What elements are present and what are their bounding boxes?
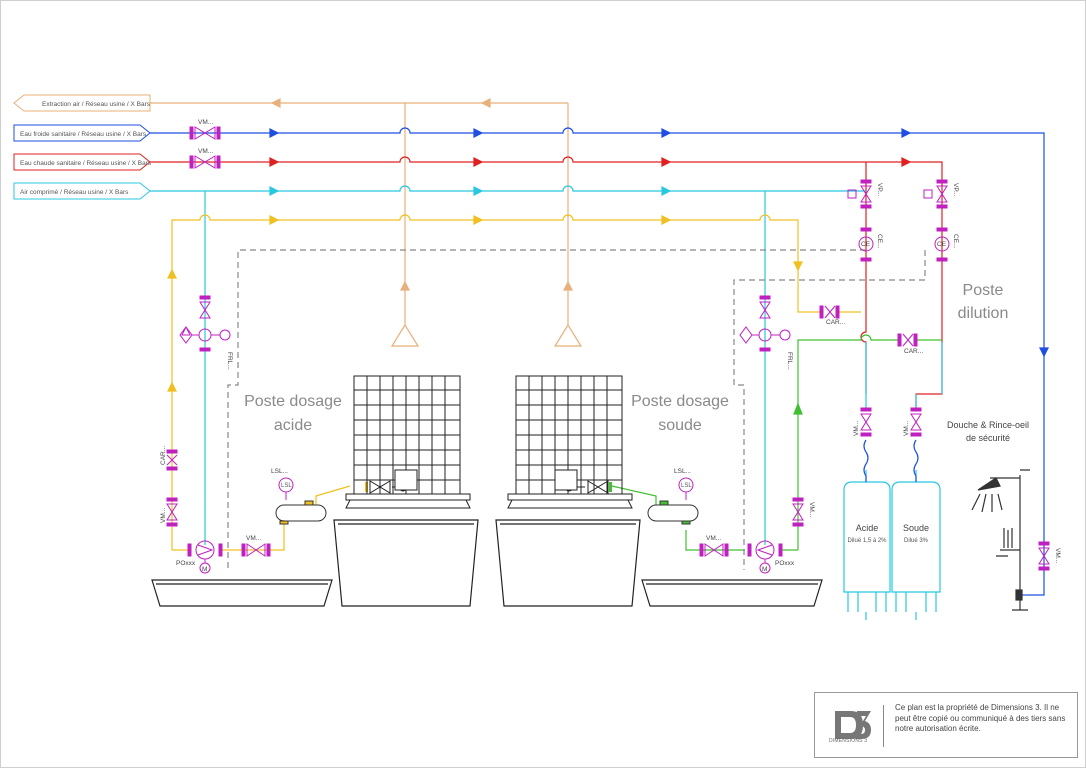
station-soda-title-line1: Poste dosage: [631, 393, 729, 410]
tag-ce-1: CE...: [876, 234, 883, 249]
pump-acid: [187, 540, 223, 574]
pump-soda: [747, 540, 783, 574]
check-valve-acid-dilution: [819, 305, 840, 319]
copyright-box: DIMENSIONS 3 Ce plan est la propriété de…: [814, 692, 1078, 758]
motor-acid: M: [202, 566, 207, 573]
valve-vm-acid-horizontal: [241, 543, 271, 557]
ce-symbol-2: CE: [937, 241, 947, 248]
valve-vm-tank-soda: [910, 407, 922, 437]
boundary-acid-station: [227, 249, 866, 570]
valves: [166, 126, 1050, 574]
motor-soda: M: [762, 566, 767, 573]
lsl-symbol-soda: LSL: [681, 483, 692, 489]
legal-notice: Ce plan est la propriété de Dimensions 3…: [895, 703, 1066, 733]
tag-vp-1: VP...: [876, 183, 883, 196]
tag-po-soda: POxxx: [775, 560, 795, 567]
tag-vm-acid-horizontal: VM...: [246, 535, 261, 542]
tag-car-acid-dilution: CAR...: [826, 319, 845, 326]
tag-po-acid: POxxx: [176, 560, 196, 567]
line-label-compressed-air: Air comprimé / Réseau usine / X Bars: [13, 182, 151, 200]
station-dilution-title-line1: Poste: [963, 282, 1004, 299]
frl-soda: [739, 295, 791, 352]
tag-car-acid: CAR...: [160, 446, 167, 465]
tag-lsl-soda: LSL...: [674, 468, 691, 475]
frl-acid: [179, 295, 231, 352]
lsl-acid: [278, 477, 294, 500]
valve-vp-1: [847, 179, 874, 262]
tag-vm-acid-vertical: VM...: [160, 508, 167, 523]
line-label-cold-water-text: Eau froide sanitaire / Réseau usine / X …: [20, 131, 147, 138]
station-shower-title: Douche & Rince-oeil de sécurité: [947, 420, 1029, 443]
pipe-acid: [167, 214, 861, 551]
valve-vm-tank-acid: [860, 407, 872, 437]
valve-vm-acid-vertical: [166, 497, 178, 527]
dilution-tanks: [843, 439, 941, 612]
station-acid-title: Poste dosage acide: [244, 393, 342, 434]
line-label-hot-water: Eau chaude sanitaire / Réseau usine / X …: [13, 153, 152, 171]
line-label-air-extraction-text: Extraction air / Réseau usine / X Bars: [42, 101, 151, 108]
lsl-symbol-acid: LSL: [281, 483, 292, 489]
station-shower-title-line1: Douche & Rince-oeil: [947, 420, 1029, 430]
line-label-air-extraction: Extraction air / Réseau usine / X Bars: [13, 94, 151, 112]
pipe-soda: [611, 334, 942, 551]
pipe-air-extraction: [150, 98, 583, 347]
tag-car-soda-dilution: CAR...: [904, 348, 923, 355]
instrument-tags: VM... VM... FRL... FRL... VP... VP... CE…: [160, 119, 1061, 573]
dimensions3-logo: [835, 711, 871, 739]
valve-cold-water-inlet: [189, 126, 221, 140]
ibc-soda: [507, 375, 633, 509]
tank-soda-name: Soude: [903, 523, 929, 533]
tag-frl-soda: FRL...: [786, 352, 793, 370]
tag-ce-2: CE...: [952, 234, 959, 249]
station-soda-title: Poste dosage soude: [631, 393, 729, 434]
valve-vm-soda-horizontal: [699, 543, 729, 557]
tank-soda-detail: Dilué 3%: [904, 538, 929, 544]
retention-bunds: [151, 519, 823, 607]
tag-vm-hot: VM...: [198, 148, 213, 155]
tank-acid-labels: Acide Dilué 1,5 à 2%: [847, 523, 887, 544]
tag-vp-2: VP...: [952, 183, 959, 196]
tag-vm-shower: VM...: [1054, 548, 1061, 563]
lsl-soda: [678, 477, 694, 500]
ibc-acid: [345, 375, 471, 509]
tag-vm-tank-soda: VM...: [903, 421, 910, 436]
station-acid-title-line2: acide: [274, 417, 312, 434]
tag-vm-cold: VM...: [198, 119, 213, 126]
valve-vm-shower: [1038, 541, 1050, 571]
buffer-tank-acid: [275, 500, 327, 525]
pipe-cold-water: [150, 127, 1049, 596]
tag-vm-tank-acid: VM...: [853, 421, 860, 436]
tag-vm-soda-vertical: VM...: [808, 502, 815, 517]
boundary-soda-station: [733, 250, 926, 570]
station-acid-title-line1: Poste dosage: [244, 393, 342, 410]
tag-vm-soda-horizontal: VM...: [706, 535, 721, 542]
logo-text: DIMENSIONS 3: [829, 738, 868, 744]
line-label-cold-water: Eau froide sanitaire / Réseau usine / X …: [13, 124, 151, 142]
tank-soda-labels: Soude Dilué 3%: [903, 523, 929, 544]
line-label-compressed-air-text: Air comprimé / Réseau usine / X Bars: [20, 189, 129, 196]
valve-vp-2: [923, 179, 950, 262]
check-valve-soda-dilution: [897, 333, 918, 347]
station-dilution-title-line2: dilution: [958, 305, 1009, 322]
tag-lsl-acid: LSL...: [271, 468, 288, 475]
station-dilution-title: Poste dilution: [958, 282, 1009, 322]
pipe-hot-water: [150, 156, 943, 408]
check-valve-acid-car: [166, 449, 178, 471]
valve-vm-soda-vertical: [792, 497, 804, 527]
tank-acid-name: Acide: [856, 523, 879, 533]
tag-frl-acid: FRL...: [226, 352, 233, 370]
tank-acid-detail: Dilué 1,5 à 2%: [847, 538, 887, 544]
line-label-hot-water-text: Eau chaude sanitaire / Réseau usine / X …: [20, 160, 152, 167]
logo-separator: [883, 705, 884, 747]
safety-shower: [971, 469, 1030, 611]
buffer-tank-soda: [647, 500, 699, 525]
valve-hot-water-inlet: [189, 155, 221, 169]
station-shower-title-line2: de sécurité: [966, 433, 1010, 443]
station-soda-title-line2: soude: [658, 417, 702, 434]
ce-symbol-1: CE: [861, 241, 871, 248]
